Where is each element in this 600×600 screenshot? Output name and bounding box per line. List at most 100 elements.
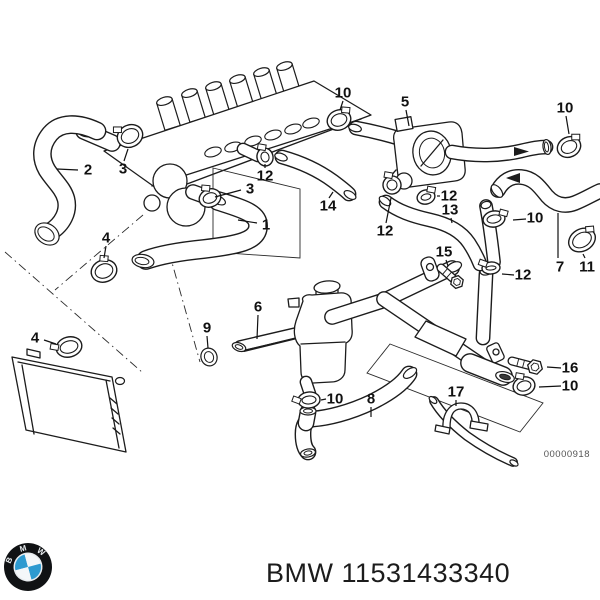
clamp-screw (49, 342, 60, 352)
leader-line (405, 109, 410, 127)
roundel-letter: M (19, 543, 28, 554)
leader-line (320, 398, 327, 401)
part-callout-4[interactable]: 4 (31, 330, 40, 347)
leader-line (103, 245, 107, 259)
part-callout-17[interactable]: 17 (448, 384, 465, 401)
drawing-number: 00000918 (544, 449, 590, 460)
part-callout-12[interactable]: 12 (515, 267, 532, 284)
throttle-body (389, 116, 466, 190)
hex-bolt (436, 263, 464, 290)
leader-line (256, 314, 259, 340)
hose-clamp (291, 391, 321, 409)
part-number-caption: BMW 11531433340 (266, 558, 511, 588)
part-callout-3[interactable]: 3 (246, 181, 254, 198)
hose-clamp (382, 171, 402, 195)
hose-13-fill (380, 196, 486, 270)
water-pipe-assembly (324, 256, 515, 386)
leader-line (565, 115, 570, 135)
part-callout-2[interactable]: 2 (84, 162, 92, 179)
part-callout-16[interactable]: 16 (562, 360, 579, 377)
hose-1-fill (137, 192, 267, 269)
hex-bolt (507, 356, 544, 375)
hose-17-holder (428, 395, 519, 467)
flow-arrow-right (514, 147, 529, 156)
engine-block (103, 61, 372, 259)
part-callout-10[interactable]: 10 (562, 378, 579, 395)
part-callout-10[interactable]: 10 (327, 391, 344, 408)
grommet-9 (200, 347, 218, 367)
hose-clamp (198, 184, 222, 208)
part-callout-10[interactable]: 10 (335, 85, 352, 102)
part-callout-6[interactable]: 6 (254, 299, 262, 316)
outlet-pipe (479, 199, 501, 269)
part-callout-12[interactable]: 12 (257, 168, 274, 185)
outlet-pipe-fill (480, 200, 500, 268)
part-callout-3[interactable]: 3 (119, 161, 127, 178)
part-callout-7[interactable]: 7 (556, 259, 564, 276)
hose-7 (490, 169, 600, 213)
roundel-letter: B (4, 556, 15, 565)
part-callout-11[interactable]: 11 (579, 259, 595, 276)
roundel-letter: W (35, 546, 47, 558)
part-callout-12[interactable]: 12 (441, 188, 458, 205)
clamp-screw (256, 143, 267, 152)
clamp-screw (571, 133, 581, 141)
leader-line (56, 168, 79, 171)
hose-clamp (556, 133, 582, 159)
clamp-screw (291, 395, 302, 405)
part-callout-9[interactable]: 9 (203, 320, 211, 337)
part-callout-1[interactable]: 1 (262, 217, 270, 234)
projection-lines (4, 214, 544, 433)
hose-14 (236, 142, 357, 202)
hose-clamp (90, 254, 118, 283)
clamp-screw (584, 225, 595, 233)
part-callout-10[interactable]: 10 (557, 100, 574, 117)
hose-clamp (416, 185, 437, 205)
clamp-screw (514, 372, 525, 381)
part-callout-8[interactable]: 8 (367, 391, 375, 408)
clamp-screw (383, 171, 394, 180)
part-callout-4[interactable]: 4 (102, 230, 111, 247)
hose-8-fill (296, 367, 416, 459)
hose-clamp (112, 123, 144, 149)
leader-line (582, 253, 586, 259)
leader-line (123, 148, 129, 162)
clamp-screw (477, 258, 489, 268)
part-callout-5[interactable]: 5 (401, 94, 409, 111)
exploded-parts-diagram: 2312314105101412121310711151216109641081… (4, 61, 600, 467)
hose-clamp (567, 225, 597, 253)
leader-line (328, 191, 334, 199)
part-callout-13[interactable]: 13 (442, 202, 459, 219)
leader-line (450, 217, 453, 224)
leader-line (538, 385, 562, 388)
clamp-screw (498, 208, 509, 218)
part-callout-15[interactable]: 15 (436, 244, 453, 261)
intake-port (264, 129, 282, 141)
hose-clamp (326, 106, 352, 131)
part-callout-14[interactable]: 14 (320, 198, 337, 215)
intake-port (302, 117, 320, 129)
clamp-screw (426, 185, 437, 194)
hose-5-right (444, 138, 554, 163)
part-callout-10[interactable]: 10 (527, 210, 544, 227)
gusset-plate (414, 320, 467, 357)
leader-line (546, 366, 562, 369)
part-callout-12[interactable]: 12 (377, 223, 394, 240)
hose-2-fill (34, 116, 105, 240)
leader-line (214, 189, 242, 198)
clamp-screw (340, 106, 351, 114)
flow-arrow-left (506, 173, 520, 183)
leader-line (512, 218, 527, 221)
hose-8 (294, 365, 418, 461)
hose-17-holder-fill (430, 397, 517, 466)
cylinder-stub (181, 88, 207, 123)
cylinder-stub (156, 96, 182, 131)
hose-2 (33, 115, 121, 246)
water-pipe-assembly-fill (477, 268, 492, 344)
hose-1 (131, 191, 268, 270)
intake-port (284, 123, 302, 135)
leader-line (206, 335, 209, 349)
